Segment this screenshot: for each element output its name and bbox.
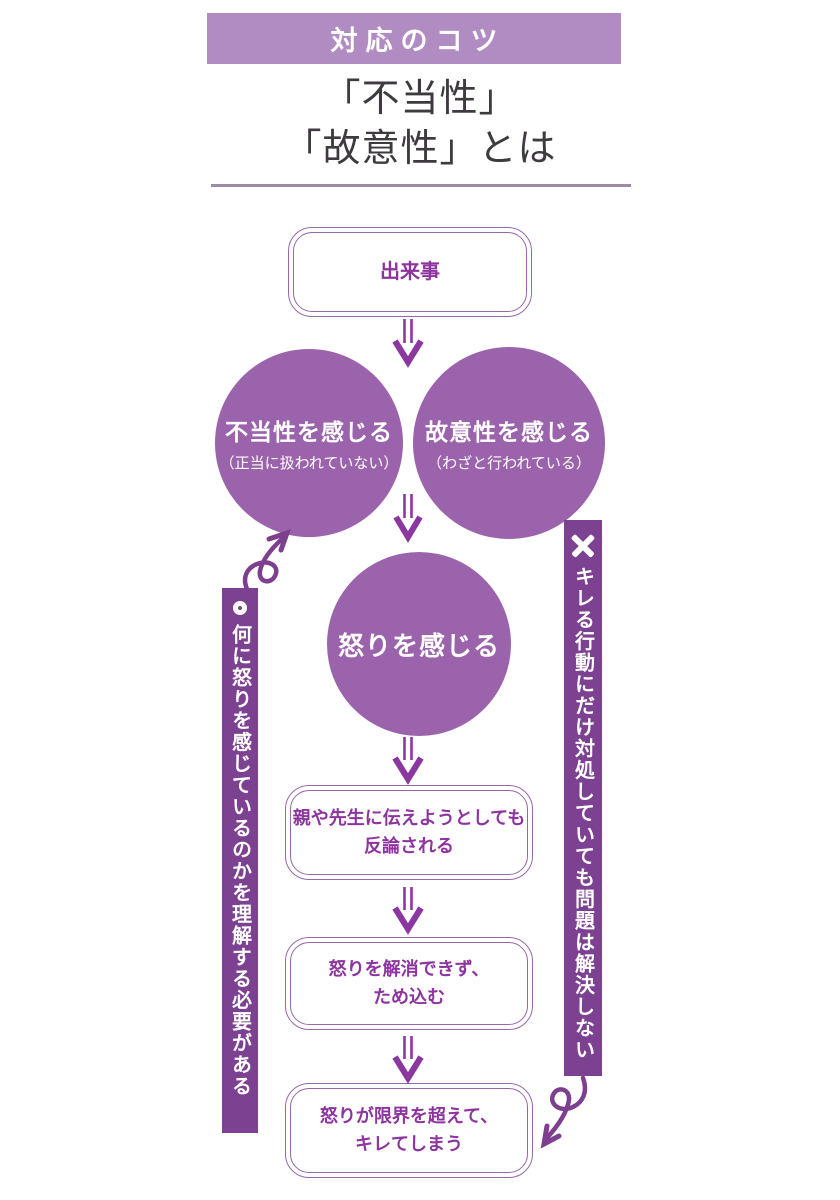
page-title-line-1: 「不当性」 (322, 78, 518, 120)
explode-box-line-2: キレてしまう (355, 1133, 463, 1154)
unfairness-circle-sub: （正当に扱われていない） (219, 455, 399, 472)
circle-mark-icon (233, 601, 247, 615)
unfairness-circle: 不当性を感じる （正当に扱われていない） (215, 349, 403, 537)
page-title: 「不当性」 「故意性」とは (200, 74, 640, 174)
intent-circle: 故意性を感じる （わざと行われている） (413, 347, 605, 539)
header-label: 対応のコツ (330, 26, 506, 56)
right-note-text: キレる行動にだけ対処していても問題は解決しない (571, 566, 594, 1061)
down-arrow-icon (392, 737, 424, 785)
right-note-banner: キレる行動にだけ対処していても問題は解決しない (564, 520, 602, 1076)
explode-box-line-1: 怒りが限界を超えて、 (319, 1105, 499, 1126)
event-box-label: 出来事 (380, 260, 440, 283)
event-box-inner: 出来事 (293, 232, 527, 312)
pentup-box-line-2: ため込む (373, 986, 445, 1007)
curly-arrow-up-icon (242, 529, 292, 592)
header-banner: 対応のコツ (207, 13, 621, 64)
down-arrow-icon (392, 887, 424, 935)
objection-box: 親や先生に伝えようとしても 反論される (285, 785, 533, 880)
objection-box-inner: 親や先生に伝えようとしても 反論される (290, 790, 528, 875)
objection-box-line-2: 反論される (364, 835, 454, 856)
down-arrow-icon (392, 1036, 424, 1084)
unfairness-circle-main: 不当性を感じる (225, 419, 393, 445)
page-title-line-2: 「故意性」とは (283, 128, 557, 171)
cross-mark-icon (571, 533, 595, 557)
anger-circle-main: 怒りを感じる (337, 630, 500, 661)
intent-circle-sub: （わざと行われている） (427, 455, 591, 472)
explode-box: 怒りが限界を超えて、 キレてしまう (285, 1083, 533, 1178)
pentup-box-line-1: 怒りを解消できず、 (328, 958, 490, 979)
objection-box-line-1: 親や先生に伝えようとしても (292, 807, 526, 828)
explode-box-inner: 怒りが限界を超えて、 キレてしまう (290, 1088, 528, 1173)
pentup-box-inner: 怒りを解消できず、 ため込む (290, 942, 528, 1025)
anger-circle: 怒りを感じる (327, 552, 511, 736)
pentup-box: 怒りを解消できず、 ため込む (285, 937, 533, 1030)
down-arrow-icon (393, 494, 423, 543)
event-box: 出来事 (288, 227, 532, 317)
down-arrow-icon (392, 319, 424, 368)
intent-circle-main: 故意性を感じる (425, 419, 593, 445)
left-note-banner: 何に怒りを感じているのかを理解する必要がある (222, 588, 258, 1133)
left-note-text: 何に怒りを感じているのかを理解する必要がある (228, 624, 251, 1097)
title-divider (211, 184, 631, 187)
curly-arrow-down-icon (540, 1075, 588, 1149)
